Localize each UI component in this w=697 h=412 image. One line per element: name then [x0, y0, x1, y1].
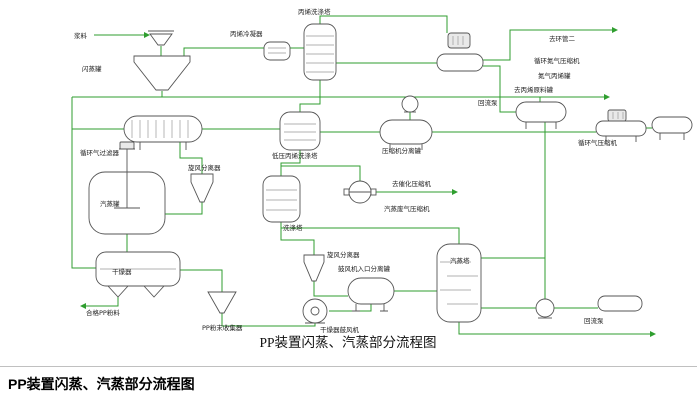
blower-inlet-drum — [347, 277, 395, 312]
reflux-pump-1 — [401, 95, 419, 113]
label-to-catalyst-compressor: 去催化压缩机 — [392, 179, 432, 188]
recycle-gas-filter — [123, 115, 203, 150]
label-lp-propylene-scrubber: 低压丙烯洗涤塔 — [272, 151, 318, 160]
label-blower-inlet-drum: 鼓风机入口分离罐 — [338, 264, 391, 273]
label-pp-powder-collector: PP粉末收集器 — [202, 323, 243, 332]
cyclone-separator-2 — [303, 254, 325, 282]
label-steaming-offgas-compressor: 汽蒸废气压缩机 — [384, 204, 430, 213]
label-recycle-gas-compressor: 循环气压缩机 — [578, 138, 618, 147]
label-propylene-scrubber: 丙烯洗涤塔 — [298, 7, 331, 16]
flow-line-network — [71, 15, 652, 335]
feed-hopper — [148, 30, 174, 46]
right-spare-drum — [651, 116, 693, 140]
dryer-blower — [302, 298, 328, 324]
steaming-tower — [436, 243, 482, 323]
bottom-right-drum — [597, 295, 643, 312]
label-to-propylene-feed-drum: 去丙烯原料罐 — [514, 85, 554, 94]
diagram-title: PP装置闪蒸、汽蒸部分流程图 — [259, 335, 436, 350]
steaming-drum — [88, 141, 166, 235]
label-n2-propylene-drum: 氮气丙烯罐 — [538, 71, 571, 80]
n2-propylene-drum — [515, 101, 567, 129]
label-scrubber: 洗涤塔 — [283, 223, 303, 232]
label-steaming-tower: 汽蒸塔 — [450, 256, 470, 265]
label-qualified-pp-powder: 合格PP粉料 — [86, 308, 120, 317]
page-caption: PP装置闪蒸、汽蒸部分流程图 — [8, 376, 195, 392]
label-propylene-condenser: 丙烯冷凝器 — [230, 29, 263, 38]
label-slurry: 浆料 — [74, 31, 88, 40]
recycle-gas-compressor — [595, 109, 647, 142]
propylene-scrubber-tower — [303, 23, 337, 81]
lp-propylene-scrubber-tower — [279, 111, 321, 151]
label-cyclone-separator-2: 旋风分离器 — [327, 250, 360, 259]
process-flow-diagram: 浆料 闪蒸罐 丙烯冷凝器 丙烯洗涤塔 去环管二 循环氮气压缩机 氮气丙烯罐 去丙… — [71, 7, 693, 350]
cyclone-separator-1 — [190, 173, 214, 203]
label-dryer-blower: 干燥器鼓风机 — [320, 325, 360, 334]
equipment-layer — [88, 23, 693, 324]
label-to-loop-line: 去环管二 — [549, 34, 576, 43]
label-reflux-pump-1: 回流泵 — [478, 98, 498, 107]
n2-recycle-compressor — [436, 32, 484, 72]
flash-tank — [133, 55, 191, 91]
pp-powder-collector — [207, 291, 237, 314]
label-flash-tank: 闪蒸罐 — [82, 64, 102, 73]
compressor-ko-drum — [379, 119, 433, 150]
propylene-condenser — [263, 41, 291, 61]
dryer — [95, 251, 181, 298]
scrubber-tower — [262, 175, 301, 223]
label-dryer: 干燥器 — [112, 267, 132, 276]
label-reflux-pump-2: 回流泵 — [584, 316, 604, 325]
label-steaming-drum: 汽蒸罐 — [100, 199, 120, 208]
reflux-pump-2 — [535, 298, 555, 319]
flow-lines — [71, 15, 656, 337]
divider-line — [0, 366, 697, 367]
label-n2-recycle-compressor: 循环氮气压缩机 — [534, 56, 580, 65]
diagram-labels: 浆料 闪蒸罐 丙烯冷凝器 丙烯洗涤塔 去环管二 循环氮气压缩机 氮气丙烯罐 去丙… — [74, 7, 618, 334]
label-recycle-gas-filter: 循环气过滤器 — [80, 148, 120, 157]
label-compressor-ko-drum: 压缩机分离罐 — [382, 146, 422, 155]
label-cyclone-separator-1: 旋风分离器 — [188, 163, 221, 172]
steaming-offgas-compressor — [343, 180, 377, 204]
